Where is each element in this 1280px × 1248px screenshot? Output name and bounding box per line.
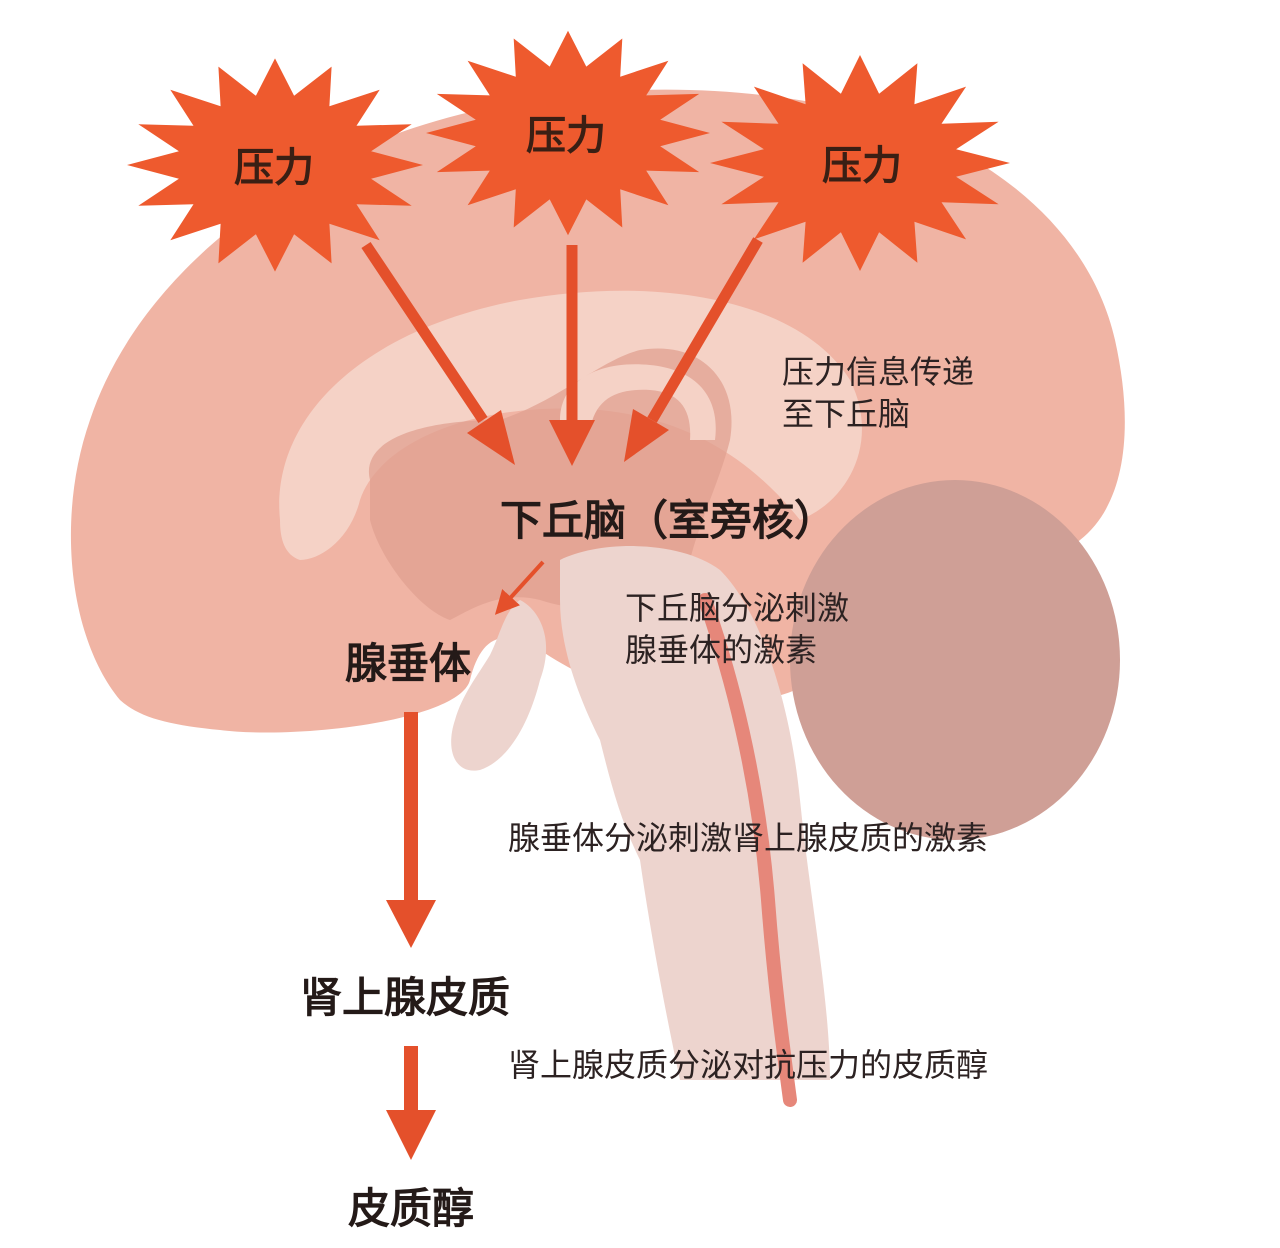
spinal-cord-line xyxy=(698,593,797,1107)
arrows-to-hypothalamus xyxy=(361,237,763,466)
adrenal-cortex-label: 肾上腺皮质 xyxy=(300,973,511,1022)
brainstem-shape xyxy=(560,546,830,1080)
stress-burst-left xyxy=(127,58,423,272)
arrow-left-shaft xyxy=(361,241,488,424)
signal-description: 压力信息传递 至下丘脑 xyxy=(782,352,974,435)
pituitary-gland-shape xyxy=(451,600,547,771)
adrenal-secretion-description: 肾上腺皮质分泌对抗压力的皮质醇 xyxy=(508,1046,989,1084)
arrow-right-shaft xyxy=(647,237,763,423)
hypothalamus-secretion-line1: 下丘脑分泌刺激 xyxy=(625,589,850,627)
arrow-middle-head xyxy=(549,420,595,466)
arrow-adrenal-to-cortisol xyxy=(386,1046,436,1160)
hypothalamus-label: 下丘脑（室旁核） xyxy=(500,496,837,545)
signal-description-line1: 压力信息传递 xyxy=(782,353,975,391)
cortisol-label: 皮质醇 xyxy=(348,1184,475,1233)
stress-label-left: 压力 xyxy=(234,145,314,191)
stress-label-middle: 压力 xyxy=(526,113,606,159)
arrow-right-head xyxy=(624,409,669,462)
stress-label-right: 压力 xyxy=(822,143,902,189)
arrow-pituitary-to-adrenal xyxy=(386,712,436,948)
hypothalamus-secretion-description: 下丘脑分泌刺激 腺垂体的激素 xyxy=(625,588,849,671)
arrow-hypothalamus-to-pituitary xyxy=(494,560,545,615)
stress-bursts-group xyxy=(127,30,1010,272)
cerebellum-shape xyxy=(790,480,1120,840)
hypothalamus-secretion-line2: 腺垂体的激素 xyxy=(625,630,818,669)
corpus-callosum-band xyxy=(279,290,862,560)
arrow-left-head xyxy=(467,410,515,465)
stress-burst-middle xyxy=(426,30,710,236)
signal-description-line2: 至下丘脑 xyxy=(782,394,911,433)
pituitary-secretion-description: 腺垂体分泌刺激肾上腺皮质的激素 xyxy=(508,819,989,857)
pituitary-label: 腺垂体 xyxy=(345,639,472,688)
stress-burst-right xyxy=(710,55,1010,271)
